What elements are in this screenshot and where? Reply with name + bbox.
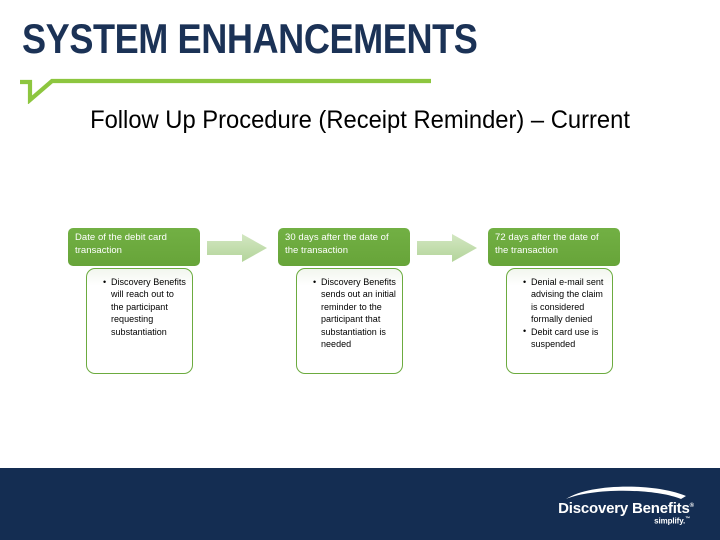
stage-body: Denial e-mail sent advising the claim is…	[506, 268, 613, 374]
registered-mark: ®	[689, 503, 694, 509]
flow-arrow-icon	[417, 234, 477, 262]
trademark-mark: ™	[685, 516, 690, 522]
stage-header: 72 days after the date of the transactio…	[488, 228, 620, 266]
logo-tagline-text: simplify.	[654, 516, 686, 526]
stage-body: Discovery Benefits sends out an initial …	[296, 268, 403, 374]
banner-accent-rule	[20, 78, 431, 104]
logo-tagline: simplify.™	[554, 514, 690, 527]
stage-header: Date of the debit card transaction	[68, 228, 200, 266]
stage-body: Discovery Benefits will reach out to the…	[86, 268, 193, 374]
stage-bullet: Debit card use is suspended	[523, 325, 606, 351]
stage-header: 30 days after the date of the transactio…	[278, 228, 410, 266]
stage-bullet: Denial e-mail sent advising the claim is…	[523, 276, 606, 326]
logo-wordmark: Discovery Benefits®	[554, 497, 698, 518]
stage-bullet-list: Denial e-mail sent advising the claim is…	[514, 276, 606, 350]
stage-bullet-list: Discovery Benefits sends out an initial …	[304, 275, 396, 350]
stage-bullet: Discovery Benefits sends out an initial …	[313, 275, 396, 350]
stage-bullet: Discovery Benefits will reach out to the…	[103, 275, 186, 338]
slide-title: Follow Up Procedure (Receipt Reminder) –…	[90, 106, 630, 134]
banner-title: SYSTEM ENHANCEMENTS	[22, 15, 478, 62]
brand-logo: Discovery Benefits® simplify.™	[554, 486, 698, 528]
stage-bullet-list: Discovery Benefits will reach out to the…	[94, 275, 186, 338]
flow-arrow-icon	[207, 234, 267, 262]
swoosh-icon	[566, 486, 686, 499]
logo-name: Discovery Benefits	[558, 500, 690, 517]
process-stage: 72 days after the date of the transactio…	[488, 228, 698, 383]
process-stage: Date of the debit card transaction Disco…	[68, 228, 278, 383]
process-stage: 30 days after the date of the transactio…	[278, 228, 488, 383]
footer-bar	[0, 468, 720, 540]
